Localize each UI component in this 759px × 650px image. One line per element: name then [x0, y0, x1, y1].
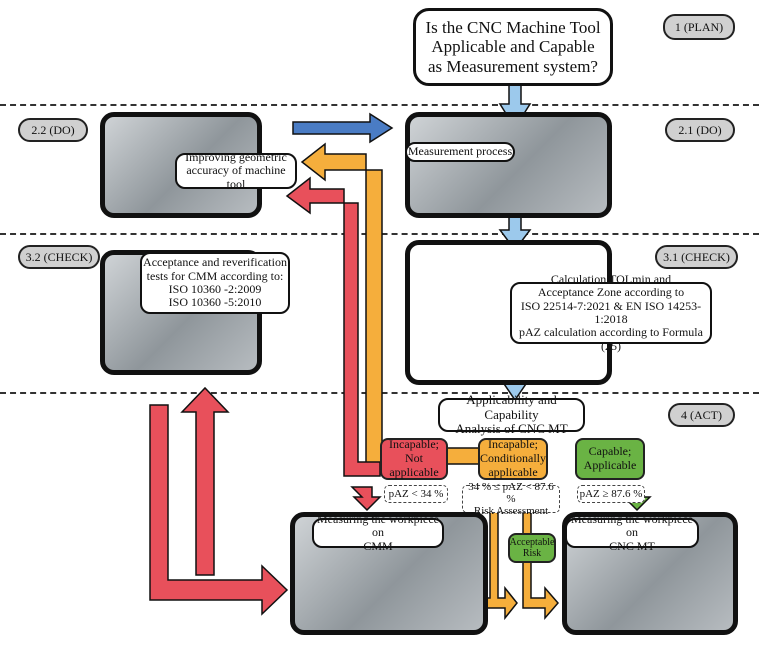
phase-do-left: 2.2 (DO) [18, 118, 88, 142]
acceptable-risk-box: Acceptable Risk [508, 533, 556, 563]
callout-line: accuracy of machine tool [186, 163, 286, 191]
analysis-line: Applicability and Capability [466, 392, 557, 422]
phase-check-left: 3.2 (CHECK) [18, 245, 100, 269]
question-line: as Measurement system? [428, 56, 598, 76]
condition-text: 34 % ≤ pAZ < 87.6 % [468, 480, 554, 505]
red-arrow-return [285, 176, 381, 477]
callout-line: Acceptance and reverification [143, 255, 287, 270]
callout-line: Acceptance Zone according to [537, 285, 685, 300]
question-box: Is the CNC Machine Tool Applicable and C… [413, 8, 613, 86]
divider [0, 104, 759, 106]
callout-line: Measuring the workpiece on [317, 511, 439, 540]
callout-line: Measuring the workpiece on [571, 511, 693, 540]
phase-do-right: 2.1 (DO) [665, 118, 735, 142]
analysis-line: Analysis of CNC MT [455, 421, 568, 437]
callout-line: Improving geometric [185, 149, 287, 164]
phase-plan: 1 (PLAN) [663, 14, 735, 40]
callout-line: CMM [363, 538, 393, 553]
orange-arrow-down-right [522, 511, 559, 621]
risk-assessment-label: Risk Assessment [473, 505, 549, 518]
question-line: Is the CNC Machine Tool [425, 18, 601, 38]
callout-line: Calculation TOLmin and [550, 271, 672, 286]
condition-red: pAZ < 34 % [384, 485, 448, 503]
decision-red: Incapable; Not applicable [380, 437, 448, 480]
blue-arrow [292, 112, 394, 144]
phase-check-right: 3.1 (CHECK) [655, 245, 738, 269]
phase-act: 4 (ACT) [668, 403, 735, 427]
red-arrow-down [350, 486, 382, 512]
decision-orange: Incapable; Conditionally applicable [478, 437, 548, 480]
decision-green: Capable; Applicable [575, 438, 645, 480]
red-arrow-up [180, 386, 230, 576]
callout-line: tests for CMM according to: [146, 268, 284, 283]
red-arrow-down-right [149, 404, 289, 616]
question-line: Applicable and Capable [431, 37, 595, 57]
callout-line: ISO 10360 -2:2009 [168, 282, 262, 296]
measurement-process-callout: Measurement process [405, 142, 515, 162]
callout-line: pAZ calculation according to Formula (25… [519, 325, 703, 353]
callout-line: ISO 22514-7:2021 & EN ISO 14253-1:2018 [520, 298, 702, 326]
measurement-process-photo [405, 112, 612, 218]
condition-orange: 34 % ≤ pAZ < 87.6 %Risk Assessment [462, 481, 560, 517]
condition-green: pAZ ≥ 87.6 % [577, 485, 645, 503]
callout-line: ISO 10360 -5:2010 [168, 295, 262, 310]
callout-line: CNC MT [609, 538, 655, 553]
